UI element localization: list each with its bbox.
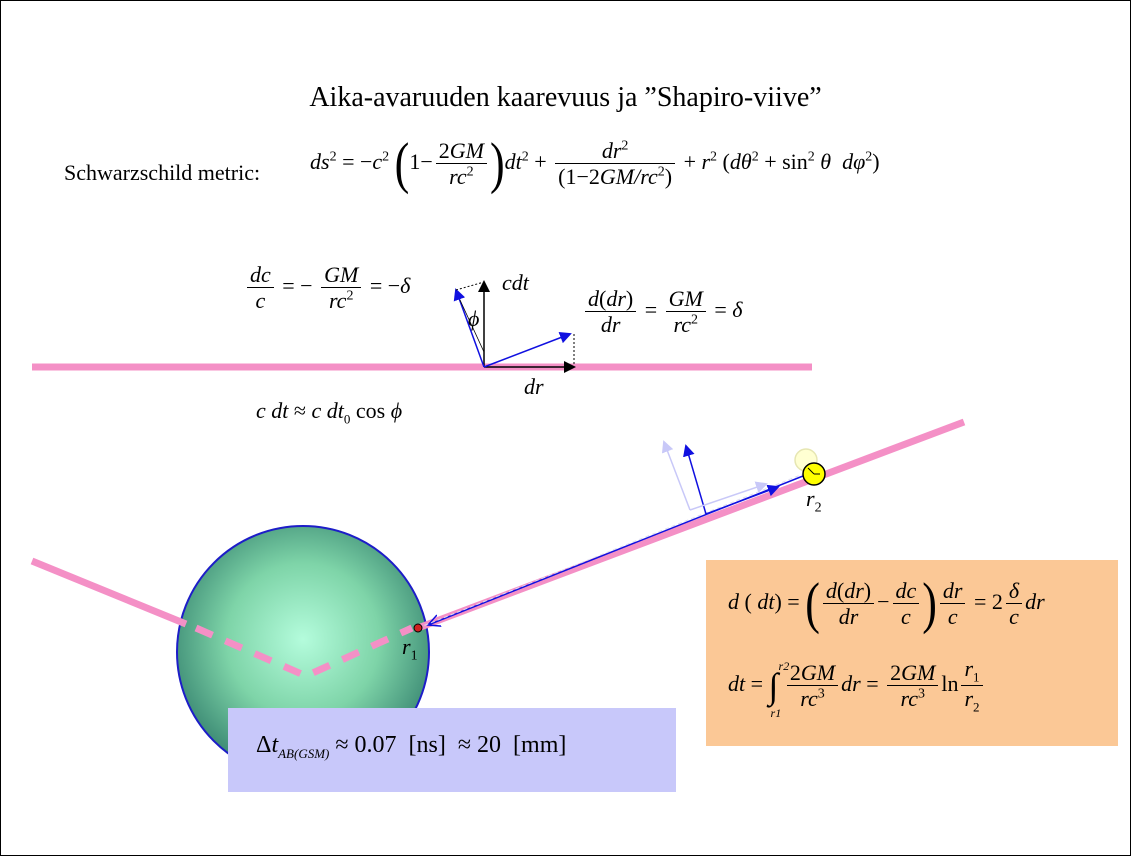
dotted-guide-1 xyxy=(455,281,485,291)
tilted-space-vector xyxy=(483,331,572,368)
cdt-approx-equation: c dt ≈ c dt0 cos ϕ xyxy=(256,398,403,427)
ghost-space-vector xyxy=(689,481,768,511)
slide-title: Aika-avaruuden kaarevuus ja ”Shapiro-vii… xyxy=(309,82,822,113)
r1-label: r1 xyxy=(402,634,418,664)
tilted-time-vector xyxy=(453,288,485,368)
diag-time-vector xyxy=(683,444,707,515)
delta-t-equation: ΔtAB(GSM) ≈ 0.07 [ns] ≈ 20 [mm] xyxy=(256,732,567,761)
straight-reference-line xyxy=(417,471,809,629)
result-box: ΔtAB(GSM) ≈ 0.07 [ns] ≈ 20 [mm] xyxy=(228,708,676,792)
delta-t-value-mm: 20 xyxy=(477,732,502,758)
delta-t-unit-mm: [mm] xyxy=(513,732,567,758)
delta-t-value: 0.07 xyxy=(354,732,397,758)
incoming-path-line xyxy=(30,557,188,628)
phi-angle-arc xyxy=(459,299,485,353)
dr-label: dr xyxy=(524,374,544,399)
delta-t-unit-ns: [ns] xyxy=(408,732,446,758)
dashed-underground-path xyxy=(194,624,414,680)
satellite-hand-1 xyxy=(807,467,815,475)
r2-label: r2 xyxy=(806,486,822,516)
metric-label: Schwarzschild metric: xyxy=(64,160,261,185)
diagonal-path-line xyxy=(416,418,966,632)
receiver-point xyxy=(413,623,423,633)
cdt-label: cdt xyxy=(502,270,529,295)
ghost-time-vector xyxy=(661,440,691,511)
phi-label: ϕ xyxy=(468,306,480,331)
